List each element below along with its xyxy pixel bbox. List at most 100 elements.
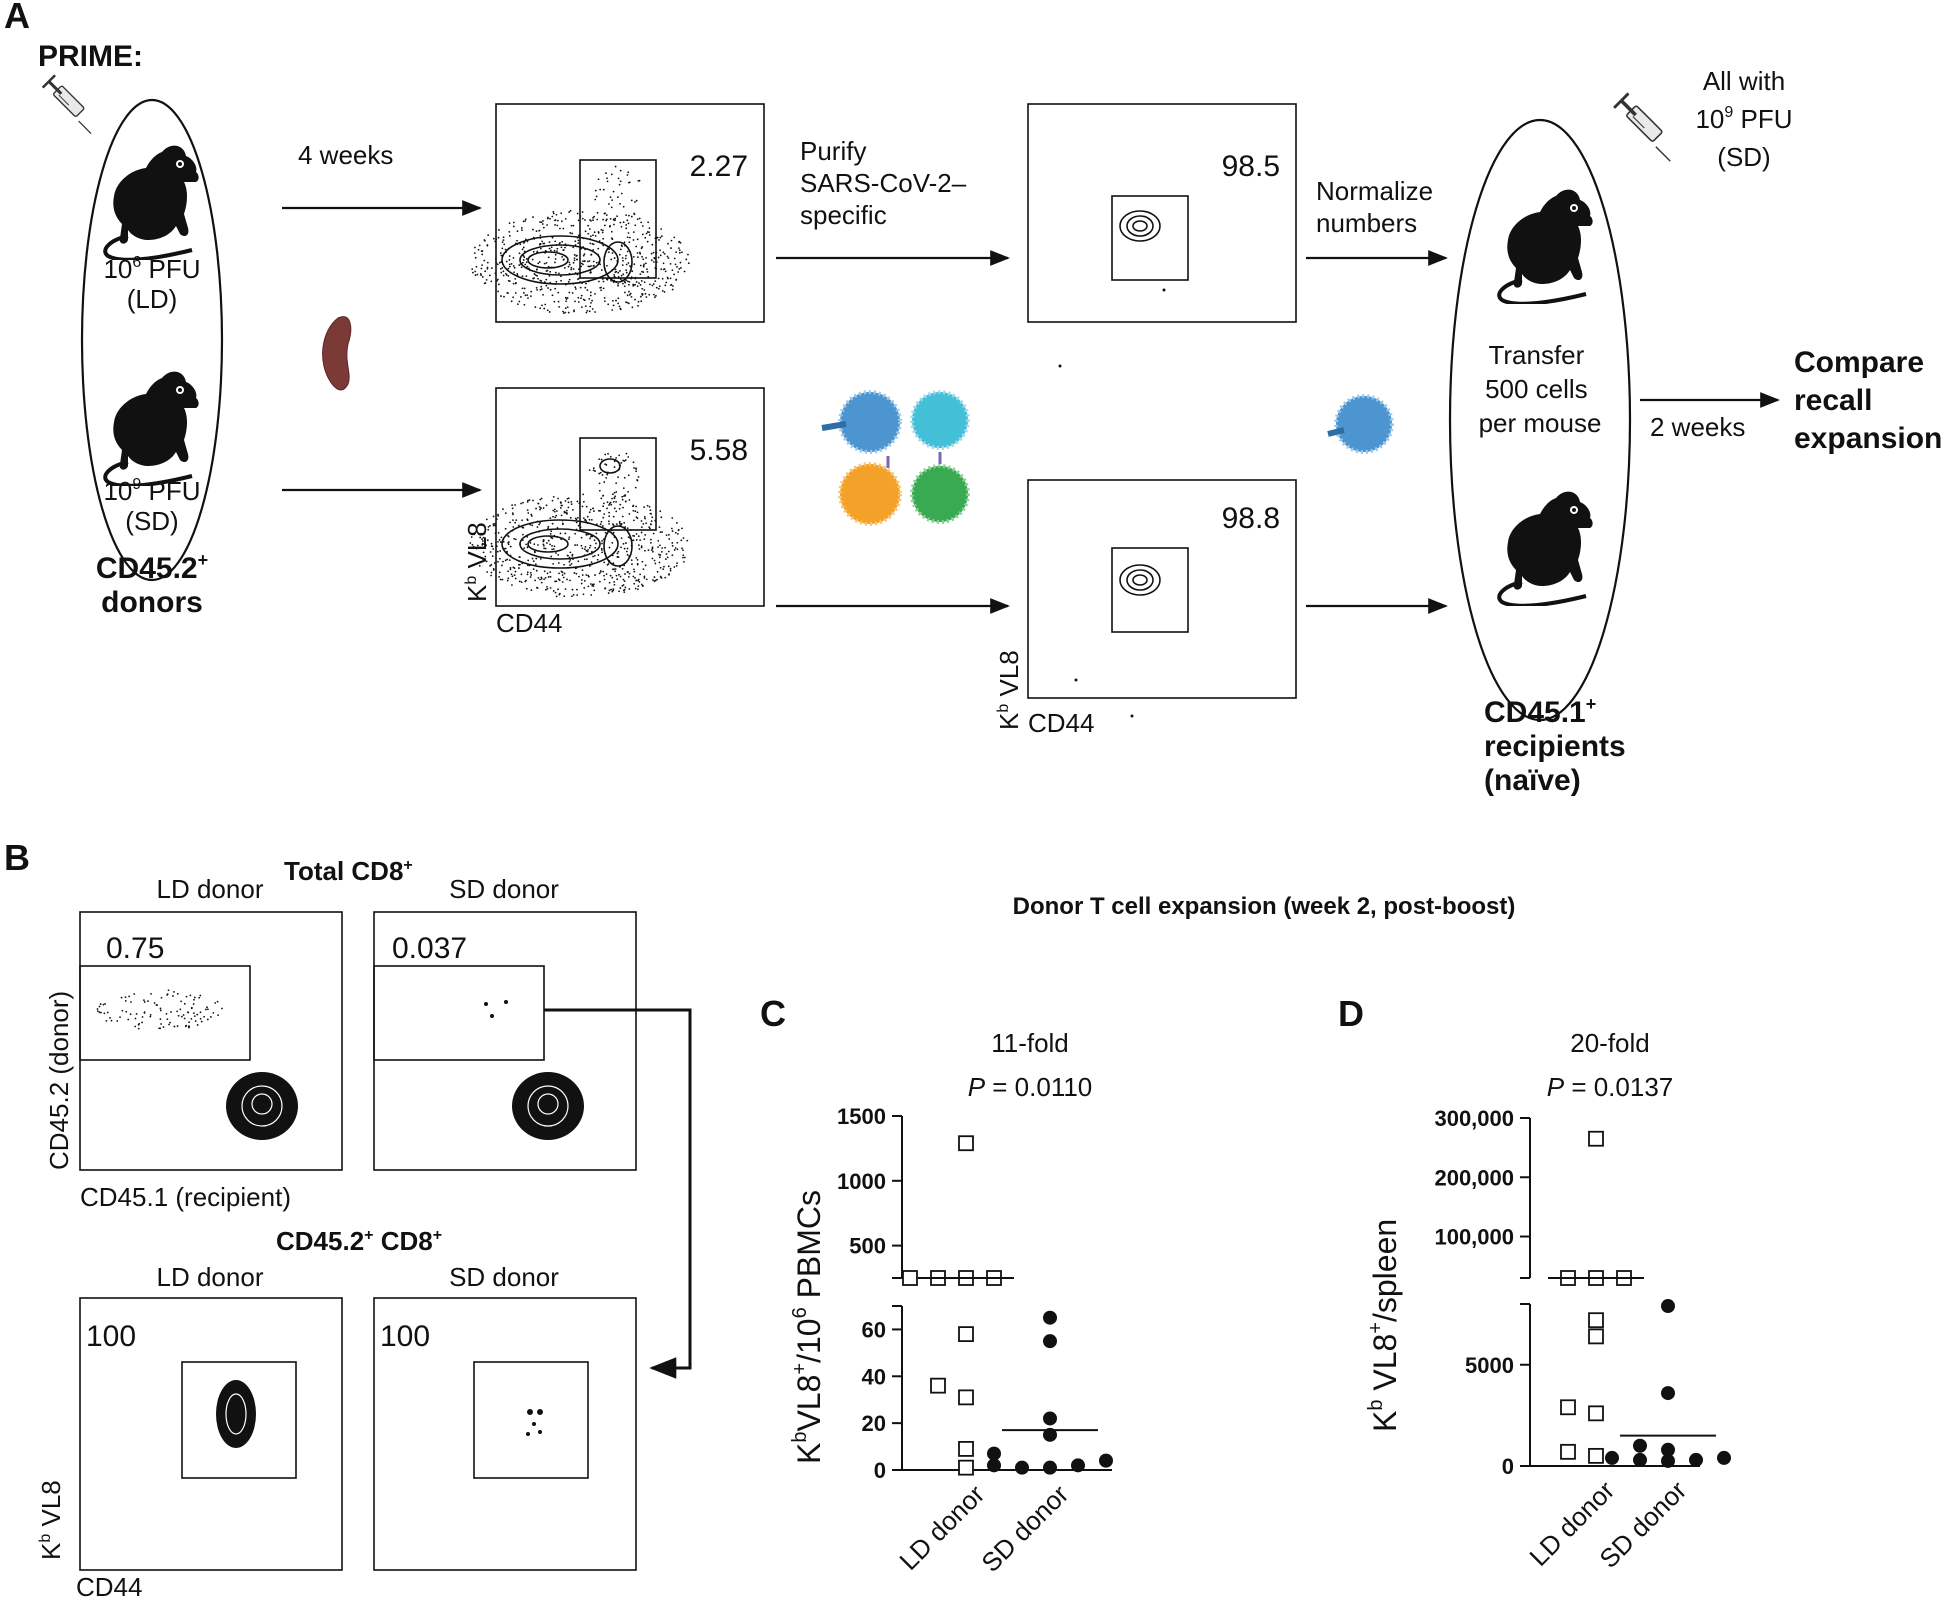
flow-value-sd-pre: 5.58 bbox=[690, 434, 748, 467]
b-xlabel-bottom: CD44 bbox=[76, 1572, 142, 1599]
data-point bbox=[1588, 1130, 1604, 1147]
b-sd-donor-top: SD donor bbox=[449, 874, 559, 904]
data-point bbox=[1043, 1460, 1057, 1475]
data-point bbox=[1661, 1453, 1675, 1468]
data-point bbox=[1071, 1458, 1085, 1473]
mouse-icon bbox=[1497, 187, 1594, 304]
data-point bbox=[1043, 1427, 1057, 1442]
boost-text: All with bbox=[1703, 66, 1785, 96]
compare-text: Compare recall expansion bbox=[1794, 346, 1942, 455]
flow-xlabel-pre: CD44 bbox=[496, 608, 562, 638]
boost-dose: 109 PFU bbox=[1695, 104, 1792, 134]
b-ylabel-top: CD45.2 (donor) bbox=[44, 991, 74, 1170]
syringe-icon bbox=[41, 74, 93, 136]
t-cell-icon bbox=[1327, 394, 1394, 454]
donors-label: CD45.2+ bbox=[96, 550, 208, 585]
y-tick-label: 500 bbox=[849, 1234, 886, 1259]
b-flow-ld-top: 0.75 bbox=[79, 911, 343, 1171]
panel-label-b: B bbox=[4, 837, 30, 878]
data-point bbox=[958, 1135, 974, 1152]
data-point bbox=[1043, 1310, 1057, 1325]
flow-value-sd-post: 98.8 bbox=[1222, 502, 1280, 535]
y-tick-label: 0 bbox=[874, 1458, 886, 1483]
mouse-icon bbox=[103, 143, 200, 260]
data-point bbox=[1588, 1312, 1604, 1329]
step-2-weeks: 2 weeks bbox=[1650, 412, 1745, 442]
b-flow-ld-bottom: 100 bbox=[79, 1297, 343, 1571]
c-pvalue: P = 0.0110 bbox=[968, 1072, 1093, 1102]
recipients-ellipse bbox=[1448, 118, 1632, 722]
step-4-weeks: 4 weeks bbox=[298, 140, 393, 170]
panel-label-d: D bbox=[1338, 993, 1364, 1034]
t-cell-cluster-icon bbox=[821, 390, 970, 526]
data-point bbox=[1015, 1460, 1029, 1475]
boost-group: (SD) bbox=[1717, 142, 1770, 172]
b-ld-donor-top: LD donor bbox=[157, 874, 264, 904]
y-tick-label: 1500 bbox=[837, 1104, 886, 1129]
flow-plot-sd-post: 98.8 Kb VL8 CD44 bbox=[994, 479, 1297, 738]
data-point bbox=[1717, 1450, 1731, 1465]
syringe-icon bbox=[1612, 92, 1673, 163]
data-point bbox=[1689, 1452, 1703, 1467]
dose-ld: 106 PFU bbox=[103, 254, 200, 284]
donors-ellipse bbox=[80, 98, 224, 582]
data-point bbox=[1661, 1386, 1675, 1401]
panel-label-a: A bbox=[4, 0, 30, 36]
data-point bbox=[1560, 1443, 1576, 1460]
y-tick-label: 200,000 bbox=[1434, 1165, 1514, 1190]
b-value-ld-top: 0.75 bbox=[106, 932, 164, 965]
mouse-icon bbox=[103, 369, 200, 486]
flow-plot-ld-pre: 2.27 bbox=[471, 103, 765, 323]
data-point bbox=[1588, 1328, 1604, 1345]
d-pvalue: P = 0.0137 bbox=[1547, 1072, 1674, 1102]
b-value-sd-top: 0.037 bbox=[392, 932, 467, 965]
data-point bbox=[1560, 1399, 1576, 1416]
y-tick-label: 300,000 bbox=[1434, 1106, 1514, 1131]
data-point bbox=[1099, 1453, 1113, 1468]
data-point bbox=[1588, 1405, 1604, 1422]
b-flow-sd-bottom: 100 bbox=[373, 1297, 637, 1571]
d-ylabel: Kb VL8+/spleen bbox=[1365, 1219, 1403, 1432]
flow-ylabel-post: Kb VL8 bbox=[994, 650, 1024, 730]
transfer-text: Transfer 500 cells per mouse bbox=[1479, 340, 1602, 438]
b-xlabel-top: CD45.1 (recipient) bbox=[80, 1182, 291, 1212]
flow-ylabel-pre: Kb VL8 bbox=[462, 522, 492, 602]
y-tick-label: 100,000 bbox=[1434, 1225, 1514, 1250]
b-value-sd-bottom: 100 bbox=[380, 1320, 430, 1353]
expansion-title: Donor T cell expansion (week 2, post-boo… bbox=[1013, 893, 1516, 920]
data-point bbox=[930, 1377, 946, 1394]
flow-value-ld-post: 98.5 bbox=[1222, 150, 1280, 183]
data-point bbox=[1661, 1442, 1675, 1457]
data-point bbox=[1043, 1334, 1057, 1349]
y-tick-label: 0 bbox=[1502, 1454, 1514, 1479]
data-point bbox=[1633, 1438, 1647, 1453]
data-point bbox=[958, 1459, 974, 1476]
x-category-label: SD donor bbox=[975, 1479, 1074, 1578]
c-ylabel: KbVL8+/106 PBMCs bbox=[789, 1190, 827, 1464]
flow-value-ld-pre: 2.27 bbox=[690, 150, 748, 183]
recipients-label: CD45.1+ bbox=[1484, 694, 1596, 729]
b-title-bottom: CD45.2+ CD8+ bbox=[276, 1226, 442, 1256]
y-tick-label: 20 bbox=[862, 1411, 886, 1436]
data-point bbox=[1588, 1447, 1604, 1464]
data-point bbox=[1605, 1450, 1619, 1465]
d-fold: 20-fold bbox=[1570, 1028, 1650, 1058]
data-point bbox=[987, 1458, 1001, 1473]
recipients-label-3: (naïve) bbox=[1484, 764, 1581, 797]
dose-sd: 109 PFU bbox=[103, 476, 200, 506]
step-purify: Purify SARS-CoV-2– specific bbox=[800, 136, 973, 230]
b-sd-donor-bottom: SD donor bbox=[449, 1262, 559, 1292]
flow-plot-ld-post: 98.5 bbox=[1027, 103, 1297, 368]
mouse-icon bbox=[1497, 489, 1594, 606]
y-tick-label: 1000 bbox=[837, 1169, 886, 1194]
flow-plot-sd-pre: 5.58 Kb VL8 CD44 bbox=[462, 387, 765, 638]
data-point bbox=[987, 1446, 1001, 1461]
data-point bbox=[958, 1326, 974, 1343]
y-tick-label: 40 bbox=[862, 1364, 886, 1389]
data-point bbox=[958, 1389, 974, 1406]
group-sd: (SD) bbox=[125, 506, 178, 536]
b-ld-donor-bottom: LD donor bbox=[157, 1262, 264, 1292]
